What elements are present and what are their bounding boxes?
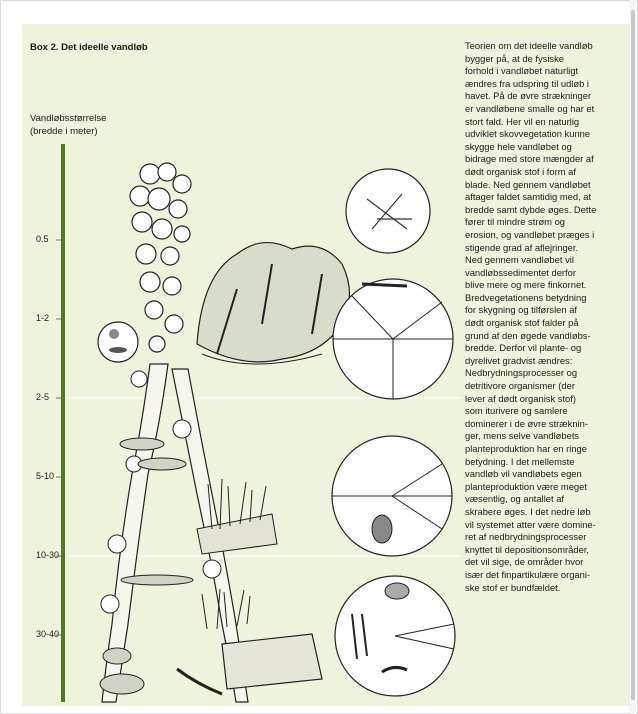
inset-circle-3 — [332, 436, 452, 556]
description-line: Ned gennem vandløbet vil — [465, 254, 631, 267]
description-line: væsentlig, og antallet af — [465, 493, 631, 506]
description-line: grund af den øgede vandløbs- — [465, 330, 631, 343]
stream-illustration — [22, 24, 462, 704]
description-line: betydning. I det mellemste — [465, 456, 631, 469]
description-line: bygger på, at de fysiske — [465, 53, 631, 66]
description-line: ændres fra udspring til udløb i — [465, 78, 631, 91]
inset-circle-small — [98, 322, 138, 362]
description-line: blade. Ned gennem vandløbet — [465, 179, 631, 192]
description-line: bredde samt dybde øges. Dette — [465, 204, 631, 217]
description-line: bidrage med store mængder af — [465, 153, 631, 166]
description-line: skygge hele vandløbet og — [465, 141, 631, 154]
description-line: Nedbrydningsprocesser og — [465, 367, 631, 380]
description-line: detritivore organismer (der — [465, 380, 631, 393]
description-line: er vandløbene smalle og har et — [465, 103, 631, 116]
tall-tree — [130, 163, 191, 352]
description-line: vil systemet atter være domine- — [465, 519, 631, 532]
inset-circle-2 — [333, 279, 453, 399]
description-line: vandløbssedimentet derfor — [465, 267, 631, 280]
description-line: lever af dødt organisk stof) — [465, 393, 631, 406]
description-line: skrabere øges. I det nedre løb — [465, 506, 631, 519]
description-line: ret af nedbrydningsprocesser — [465, 531, 631, 544]
description-line: det vil sige, de områder hvor — [465, 556, 631, 569]
description-line: Bredvegetationens betydning — [465, 292, 631, 305]
description-line: udviklet skovvegetation kunne — [465, 128, 631, 141]
description-line: ger, mens selve vandløbets — [465, 430, 631, 443]
description-line: som iturivere og samlere — [465, 405, 631, 418]
description-line: bredde. Derfor vil plante- og — [465, 342, 631, 355]
scrollbar-thumb[interactable] — [631, 10, 635, 700]
description-line: knyttet til depositionsområder, — [465, 544, 631, 557]
description-line: forhold i vandløbet naturligt — [465, 65, 631, 78]
description-line: planteproduktion har en ringe — [465, 443, 631, 456]
description-line: dødt organisk stof falder på — [465, 317, 631, 330]
description-line: blive mere og mere finkornet. — [465, 279, 631, 292]
scrollbar[interactable] — [628, 0, 638, 714]
description-line: dominerer i de øvre stræknin- — [465, 418, 631, 431]
description-line: især det finpartikulære organi- — [465, 569, 631, 582]
inset-circle-1 — [346, 169, 430, 253]
description-line: Teorien om det ideelle vandløb — [465, 40, 631, 53]
description-line: erosion, og vandløbet præges i — [465, 229, 631, 242]
description-text: Teorien om det ideelle vandløbbygger på,… — [465, 40, 631, 594]
description-line: vandløb vil vandløbets egen — [465, 468, 631, 481]
description-line: planteproduktion være meget — [465, 481, 631, 494]
description-line: stigende grad af aflejringer. — [465, 242, 631, 255]
description-line: stort fald. Her vil en naturlig — [465, 116, 631, 129]
description-line: havet. På de øvre strækninger — [465, 90, 631, 103]
description-line: dyrelivet gradvist ændres: — [465, 355, 631, 368]
description-line: dødt organisk stof i form af — [465, 166, 631, 179]
inset-circle-4 — [335, 576, 455, 696]
description-line: for skygning og tilførslen af — [465, 304, 631, 317]
description-line: ske stof er bundfældet. — [465, 582, 631, 595]
description-line: fører til mindre strøm og — [465, 216, 631, 229]
description-line: aftager faldet samtidig med, at — [465, 191, 631, 204]
forest-bank — [197, 243, 350, 364]
